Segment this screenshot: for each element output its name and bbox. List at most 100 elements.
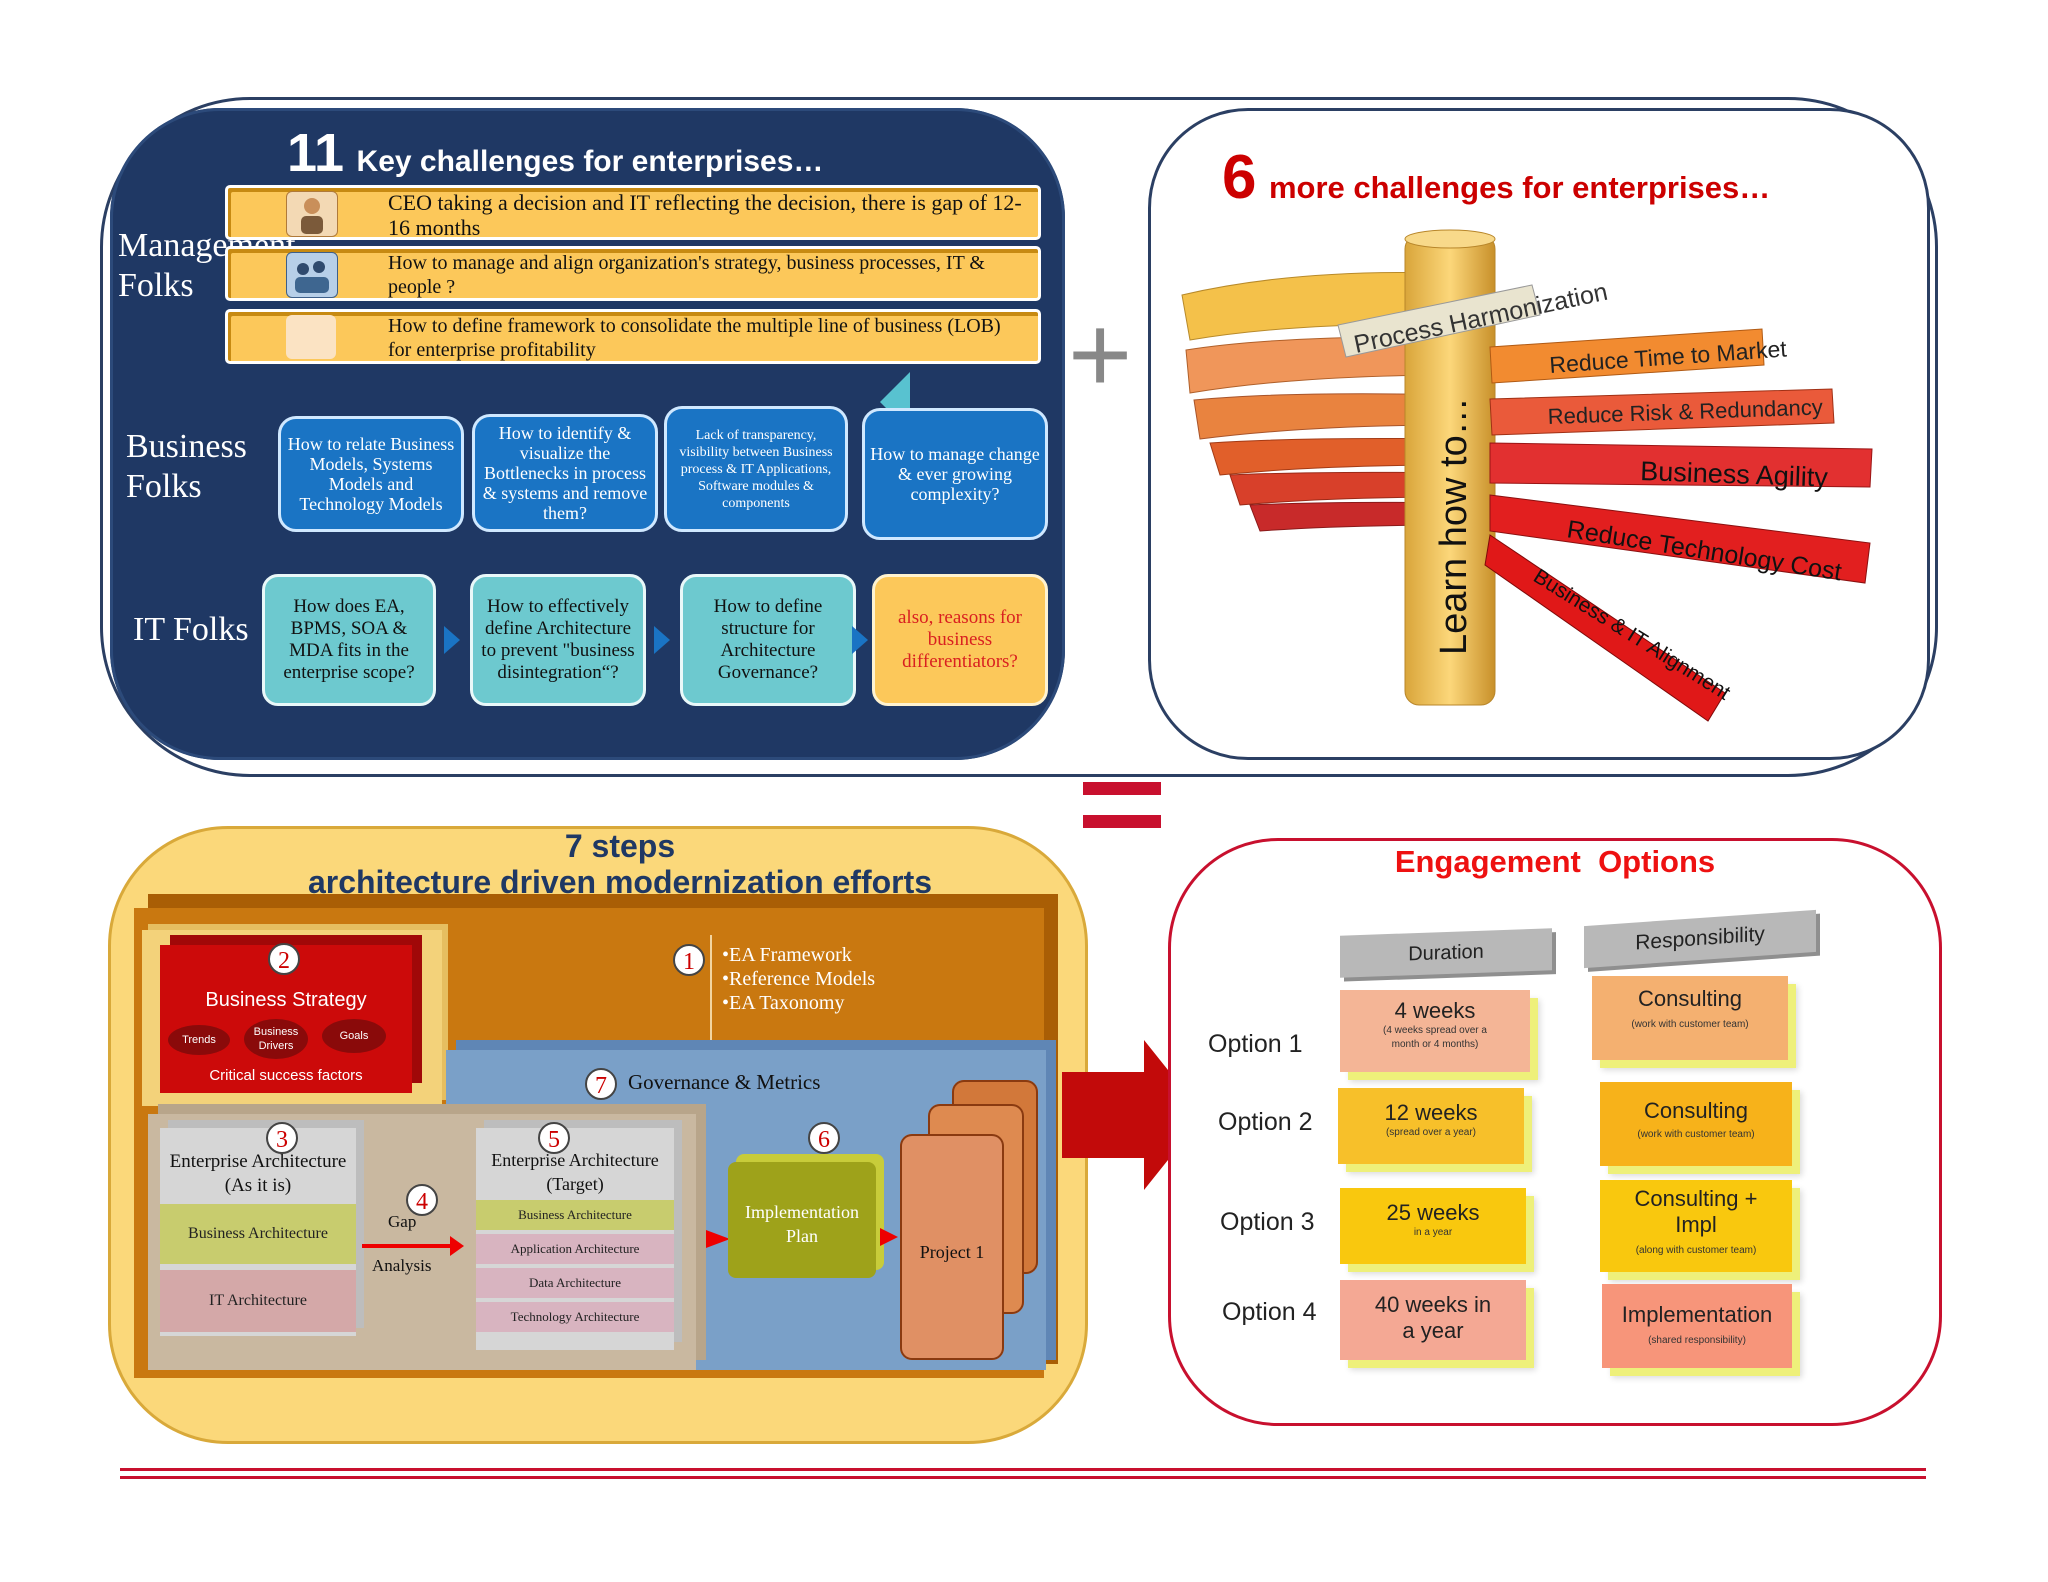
management-item: How to define framework to consolidate t…: [225, 309, 1041, 364]
step-number-badge: 6: [808, 1122, 840, 1154]
ea-target-block: Enterprise Architecture (Target) Busines…: [476, 1128, 674, 1350]
more-challenges-count: 6: [1222, 143, 1257, 212]
target-layer: Technology Architecture: [476, 1302, 674, 1332]
chevron-right-icon: [852, 626, 868, 654]
ea-target-line2: (Target): [546, 1174, 604, 1194]
bottom-rule-top: [120, 1468, 1926, 1471]
it-item: How to define structure for Architecture…: [680, 574, 856, 706]
framework-image: [286, 315, 336, 359]
challenges-title: Key challenges for enterprises…: [356, 145, 824, 178]
duration-cell: 4 weeks (4 weeks spread over a month or …: [1340, 990, 1530, 1072]
duration-value: 25 weeks: [1386, 1200, 1480, 1225]
ea-items: •EA Framework •Reference Models •EA Taxo…: [722, 943, 875, 1015]
business-label-line2: Folks: [126, 468, 202, 505]
arrow-right-icon: [880, 1228, 898, 1246]
project-label: Project 1: [919, 1242, 985, 1262]
management-item-text: How to define framework to consolidate t…: [388, 315, 1001, 361]
business-item: How to relate Business Models, Systems M…: [278, 416, 464, 532]
seven-steps-title-line2: architecture driven modernization effort…: [307, 864, 933, 900]
duration-value: 12 weeks: [1384, 1100, 1478, 1125]
responsibility-cell: Consulting (work with customer team): [1600, 1082, 1792, 1166]
ea-as-is-label: Enterprise Architecture (As it is): [160, 1150, 356, 1198]
driver-oval: Business Drivers: [244, 1019, 308, 1059]
implementation-plan-label: Implementation Plan: [728, 1200, 876, 1248]
equals-bar-bottom: [1083, 815, 1161, 828]
key-challenges-heading: 11 Key challenges for enterprises…: [287, 122, 823, 184]
responsibility-note: (shared responsibility): [1648, 1335, 1746, 1346]
duration-header: Duration: [1340, 928, 1552, 978]
ea-target-line1: Enterprise Architecture: [491, 1150, 659, 1170]
responsibility-note: (work with customer team): [1637, 1129, 1755, 1140]
responsibility-value: Consulting: [1638, 986, 1742, 1011]
responsibility-note: (work with customer team): [1631, 1019, 1749, 1030]
responsibility-value: Consulting: [1644, 1098, 1748, 1123]
ea-as-is-line2: (As it is): [224, 1175, 292, 1196]
top-frame: [100, 97, 1938, 777]
business-item: Lack of transparency, visibility between…: [664, 406, 848, 532]
option-label: Option 2: [1218, 1108, 1313, 1136]
option-label: Option 3: [1220, 1208, 1315, 1236]
duration-value: 40 weeks in a year: [1374, 1292, 1492, 1343]
management-item: CEO taking a decision and IT reflecting …: [225, 185, 1041, 240]
it-item: How to effectively define Architecture t…: [470, 574, 646, 706]
ea-as-is-line1: Enterprise Architecture: [169, 1151, 347, 1172]
ea-item: •EA Taxonomy: [722, 992, 845, 1014]
step-number-badge: 7: [585, 1068, 617, 1100]
gap-arrow-shaft: [362, 1244, 452, 1248]
duration-cell: 40 weeks in a year: [1340, 1280, 1526, 1360]
ea-as-is-block: Enterprise Architecture (As it is) Busin…: [160, 1128, 356, 1336]
target-layer: Application Architecture: [476, 1234, 674, 1264]
duration-note: (spread over a year): [1385, 1127, 1477, 1138]
responsibility-value: Implementation: [1621, 1302, 1773, 1327]
responsibility-cell: Consulting + Impl (along with customer t…: [1600, 1180, 1792, 1272]
more-challenges-heading: 6 more challenges for enterprises…: [1222, 142, 1770, 213]
ea-item: •EA Framework: [722, 944, 852, 966]
spiral-steps-graphic: Process Harmonization Reduce Time to Mar…: [1181, 229, 1873, 722]
duration-value: 4 weeks: [1394, 998, 1476, 1023]
management-item-text: CEO taking a decision and IT reflecting …: [388, 190, 1022, 240]
more-challenges-panel: [1148, 108, 1930, 760]
driver-oval: Goals: [322, 1019, 386, 1053]
step-label: Business & IT Alignment: [1529, 565, 1734, 705]
critical-success-factors: Critical success factors: [209, 1067, 363, 1084]
target-layer: Business Architecture: [476, 1200, 674, 1230]
governance-label: Governance & Metrics: [628, 1070, 821, 1094]
arrow-right-icon: [706, 1230, 730, 1248]
responsibility-value: Consulting + Impl: [1634, 1186, 1758, 1237]
business-label-line1: Business: [126, 428, 247, 465]
it-item: also, reasons for business differentiato…: [872, 574, 1048, 706]
step-number-badge: 2: [268, 943, 300, 975]
ceo-image: [286, 191, 338, 237]
driver-oval: Trends: [168, 1025, 230, 1055]
duration-note: in a year: [1413, 1227, 1453, 1238]
duration-cell: 12 weeks (spread over a year): [1338, 1088, 1524, 1164]
chevron-right-icon: [654, 626, 670, 654]
seven-steps-title-line1: 7 steps: [564, 828, 676, 864]
gap-label: Gap: [388, 1212, 417, 1231]
responsibility-note: (along with customer team): [1635, 1245, 1757, 1256]
business-label: Business Folks: [126, 427, 247, 507]
it-item: How does EA, BPMS, SOA & MDA fits in the…: [262, 574, 436, 706]
team-image: [286, 252, 338, 298]
pillar-label: Learn how to…: [1433, 397, 1475, 655]
step-label: Business Agility: [1640, 456, 1829, 493]
analysis-label: Analysis: [372, 1256, 432, 1275]
impl-plan-line1: Implementation: [745, 1202, 859, 1222]
as-is-layer: IT Architecture: [160, 1270, 356, 1332]
impl-plan-line2: Plan: [785, 1226, 818, 1246]
bottom-rule-bottom: [120, 1476, 1926, 1479]
business-item: How to manage change & ever growing comp…: [862, 408, 1048, 540]
seven-steps-title: 7 steps architecture driven modernizatio…: [220, 828, 1020, 900]
step-number-badge: 5: [538, 1122, 570, 1154]
target-layer: Data Architecture: [476, 1268, 674, 1298]
business-item: How to identify & visualize the Bottlene…: [472, 414, 658, 532]
challenges-count: 11: [287, 123, 345, 183]
step-number-badge: 1: [673, 944, 705, 976]
chevron-right-icon: [444, 626, 460, 654]
ea-item: •Reference Models: [722, 968, 876, 990]
management-item-text: How to manage and align organization's s…: [388, 252, 985, 298]
implementation-plan-block: Implementation Plan: [728, 1162, 876, 1278]
option-label: Option 4: [1222, 1298, 1317, 1326]
step-board: [1337, 284, 1541, 358]
responsibility-cell: Consulting (work with customer team): [1592, 976, 1788, 1060]
